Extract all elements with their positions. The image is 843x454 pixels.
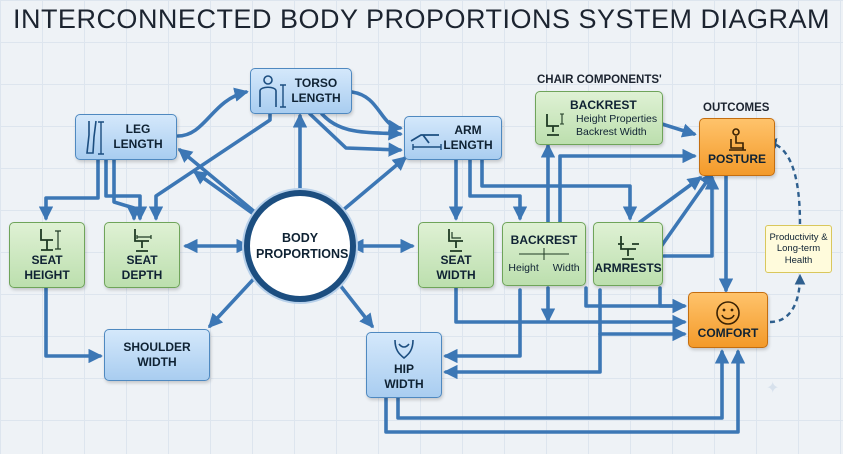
leg-measure-icon [86, 120, 104, 155]
outcomes-heading: OUTCOMES [703, 102, 770, 114]
backrest-width-label: Width [552, 262, 580, 274]
backrest-width-property: Backrest Width [576, 125, 647, 138]
backrest-height-properties: Height Properties [576, 112, 658, 125]
arrow-armrests-to-hip [443, 288, 602, 380]
arrow-center-to-hip [334, 278, 374, 329]
posture-label: POSTURE [707, 151, 766, 166]
armchair-icon [618, 235, 639, 260]
arrow-hip-to-comfort [396, 349, 730, 420]
chair-backrest-icon [546, 113, 564, 136]
backrest-dimension-lines [519, 248, 569, 260]
arrow-center-to-seat-depth-diag [192, 170, 264, 222]
arrow-center-to-arm [334, 156, 408, 218]
chair-components-heading: CHAIR COMPONENTS' [537, 74, 662, 86]
posture-node[interactable]: POSTURE [699, 118, 775, 176]
arm-measure-icon [410, 134, 442, 150]
smiley-icon [716, 300, 740, 325]
arrow-leg-to-torso [176, 87, 249, 138]
body-proportions-hub[interactable]: BODY PROPORTIONS [244, 190, 356, 302]
seat-depth-label: SEAT DEPTH [121, 253, 163, 282]
dashed-arrow-productivity-to-posture [765, 138, 802, 225]
seat-height-label: SEAT HEIGHT [24, 253, 70, 282]
arrow-seat-width-to-comfort [454, 286, 687, 330]
arrow-arm-to-armrests [480, 158, 638, 221]
arm-length-node[interactable]: ARM LENGTH [404, 116, 502, 160]
comfort-node[interactable]: COMFORT [688, 292, 768, 348]
arrow-leg-to-seat-height [38, 158, 100, 221]
backrest-height-label: Height [508, 262, 539, 274]
dashed-arrow-comfort-to-productivity [769, 273, 806, 324]
backrest-mid-node[interactable]: BACKREST Height Width [502, 222, 586, 286]
torso-length-node[interactable]: TORSO LENGTH [250, 68, 352, 114]
seat-width-node[interactable]: SEAT WIDTH [418, 222, 494, 288]
chair-height-icon [40, 229, 61, 251]
seated-person-icon [729, 127, 746, 151]
arrow-backrest-mid-to-posture [558, 148, 697, 224]
hip-width-label: HIP WIDTH [384, 362, 424, 391]
seat-height-node[interactable]: SEAT HEIGHT [9, 222, 85, 288]
shoulder-width-node[interactable]: SHOULDER WIDTH [104, 329, 210, 381]
seat-width-label: SEAT WIDTH [436, 253, 476, 282]
arrow-backrest-top-to-posture [660, 122, 697, 138]
hip-icon [394, 339, 414, 360]
arrow-hip-to-comfort-2 [384, 349, 746, 434]
sparkle-icon: ✦ [766, 380, 780, 397]
productivity-note: Productivity & Long-term Health [765, 225, 832, 273]
arrow-arm-to-backrest [468, 158, 528, 221]
torso-length-label: TORSO LENGTH [291, 76, 341, 105]
chair-width-icon [448, 229, 463, 252]
backrest-mid-dimensions: Height Width [508, 262, 579, 275]
arrow-seat-height-to-shoulder [44, 286, 103, 364]
leg-length-node[interactable]: LEG LENGTH [75, 114, 177, 160]
arrow-armrests-row-to-posture [662, 175, 720, 258]
armrests-label: ARMRESTS [594, 260, 662, 275]
arrow-armrests-to-posture [658, 171, 714, 250]
arm-length-label: ARM LENGTH [443, 123, 493, 152]
leg-length-label: LEG LENGTH [113, 122, 163, 151]
arrow-backrest-to-hip [443, 288, 522, 364]
backrest-top-title: BACKREST [570, 97, 637, 112]
arrow-comfort-shared [584, 286, 687, 314]
backrest-mid-title: BACKREST [510, 233, 578, 247]
arrow-torso-to-seat-depth [148, 110, 272, 221]
arrow-center-to-leg [177, 148, 264, 220]
body-proportions-label: BODY PROPORTIONS [256, 231, 349, 261]
productivity-label: Productivity & Long-term Health [769, 231, 828, 266]
arrow-leg-to-seat-depth-2 [112, 158, 142, 221]
shoulder-width-label: SHOULDER WIDTH [123, 340, 191, 369]
armrests-node[interactable]: ARMRESTS [593, 222, 663, 286]
arrow-center-to-shoulder [208, 268, 264, 329]
arrow-torso-top-to-arm [350, 90, 403, 134]
arrow-armrests-to-comfort [658, 286, 687, 314]
seat-depth-node[interactable]: SEAT DEPTH [104, 222, 180, 288]
hip-width-node[interactable]: HIP WIDTH [366, 332, 442, 398]
diagram-title: INTERCONNECTED BODY PROPORTIONS SYSTEM D… [12, 4, 831, 34]
chair-depth-icon [134, 229, 152, 252]
torso-measure-icon [259, 75, 286, 108]
arrow-torso-to-arm-2 [308, 112, 403, 157]
arrow-armrests-to-posture-2 [638, 176, 703, 224]
backrest-top-node[interactable]: BACKREST Height Properties Backrest Widt… [535, 91, 663, 145]
comfort-label: COMFORT [697, 325, 759, 340]
